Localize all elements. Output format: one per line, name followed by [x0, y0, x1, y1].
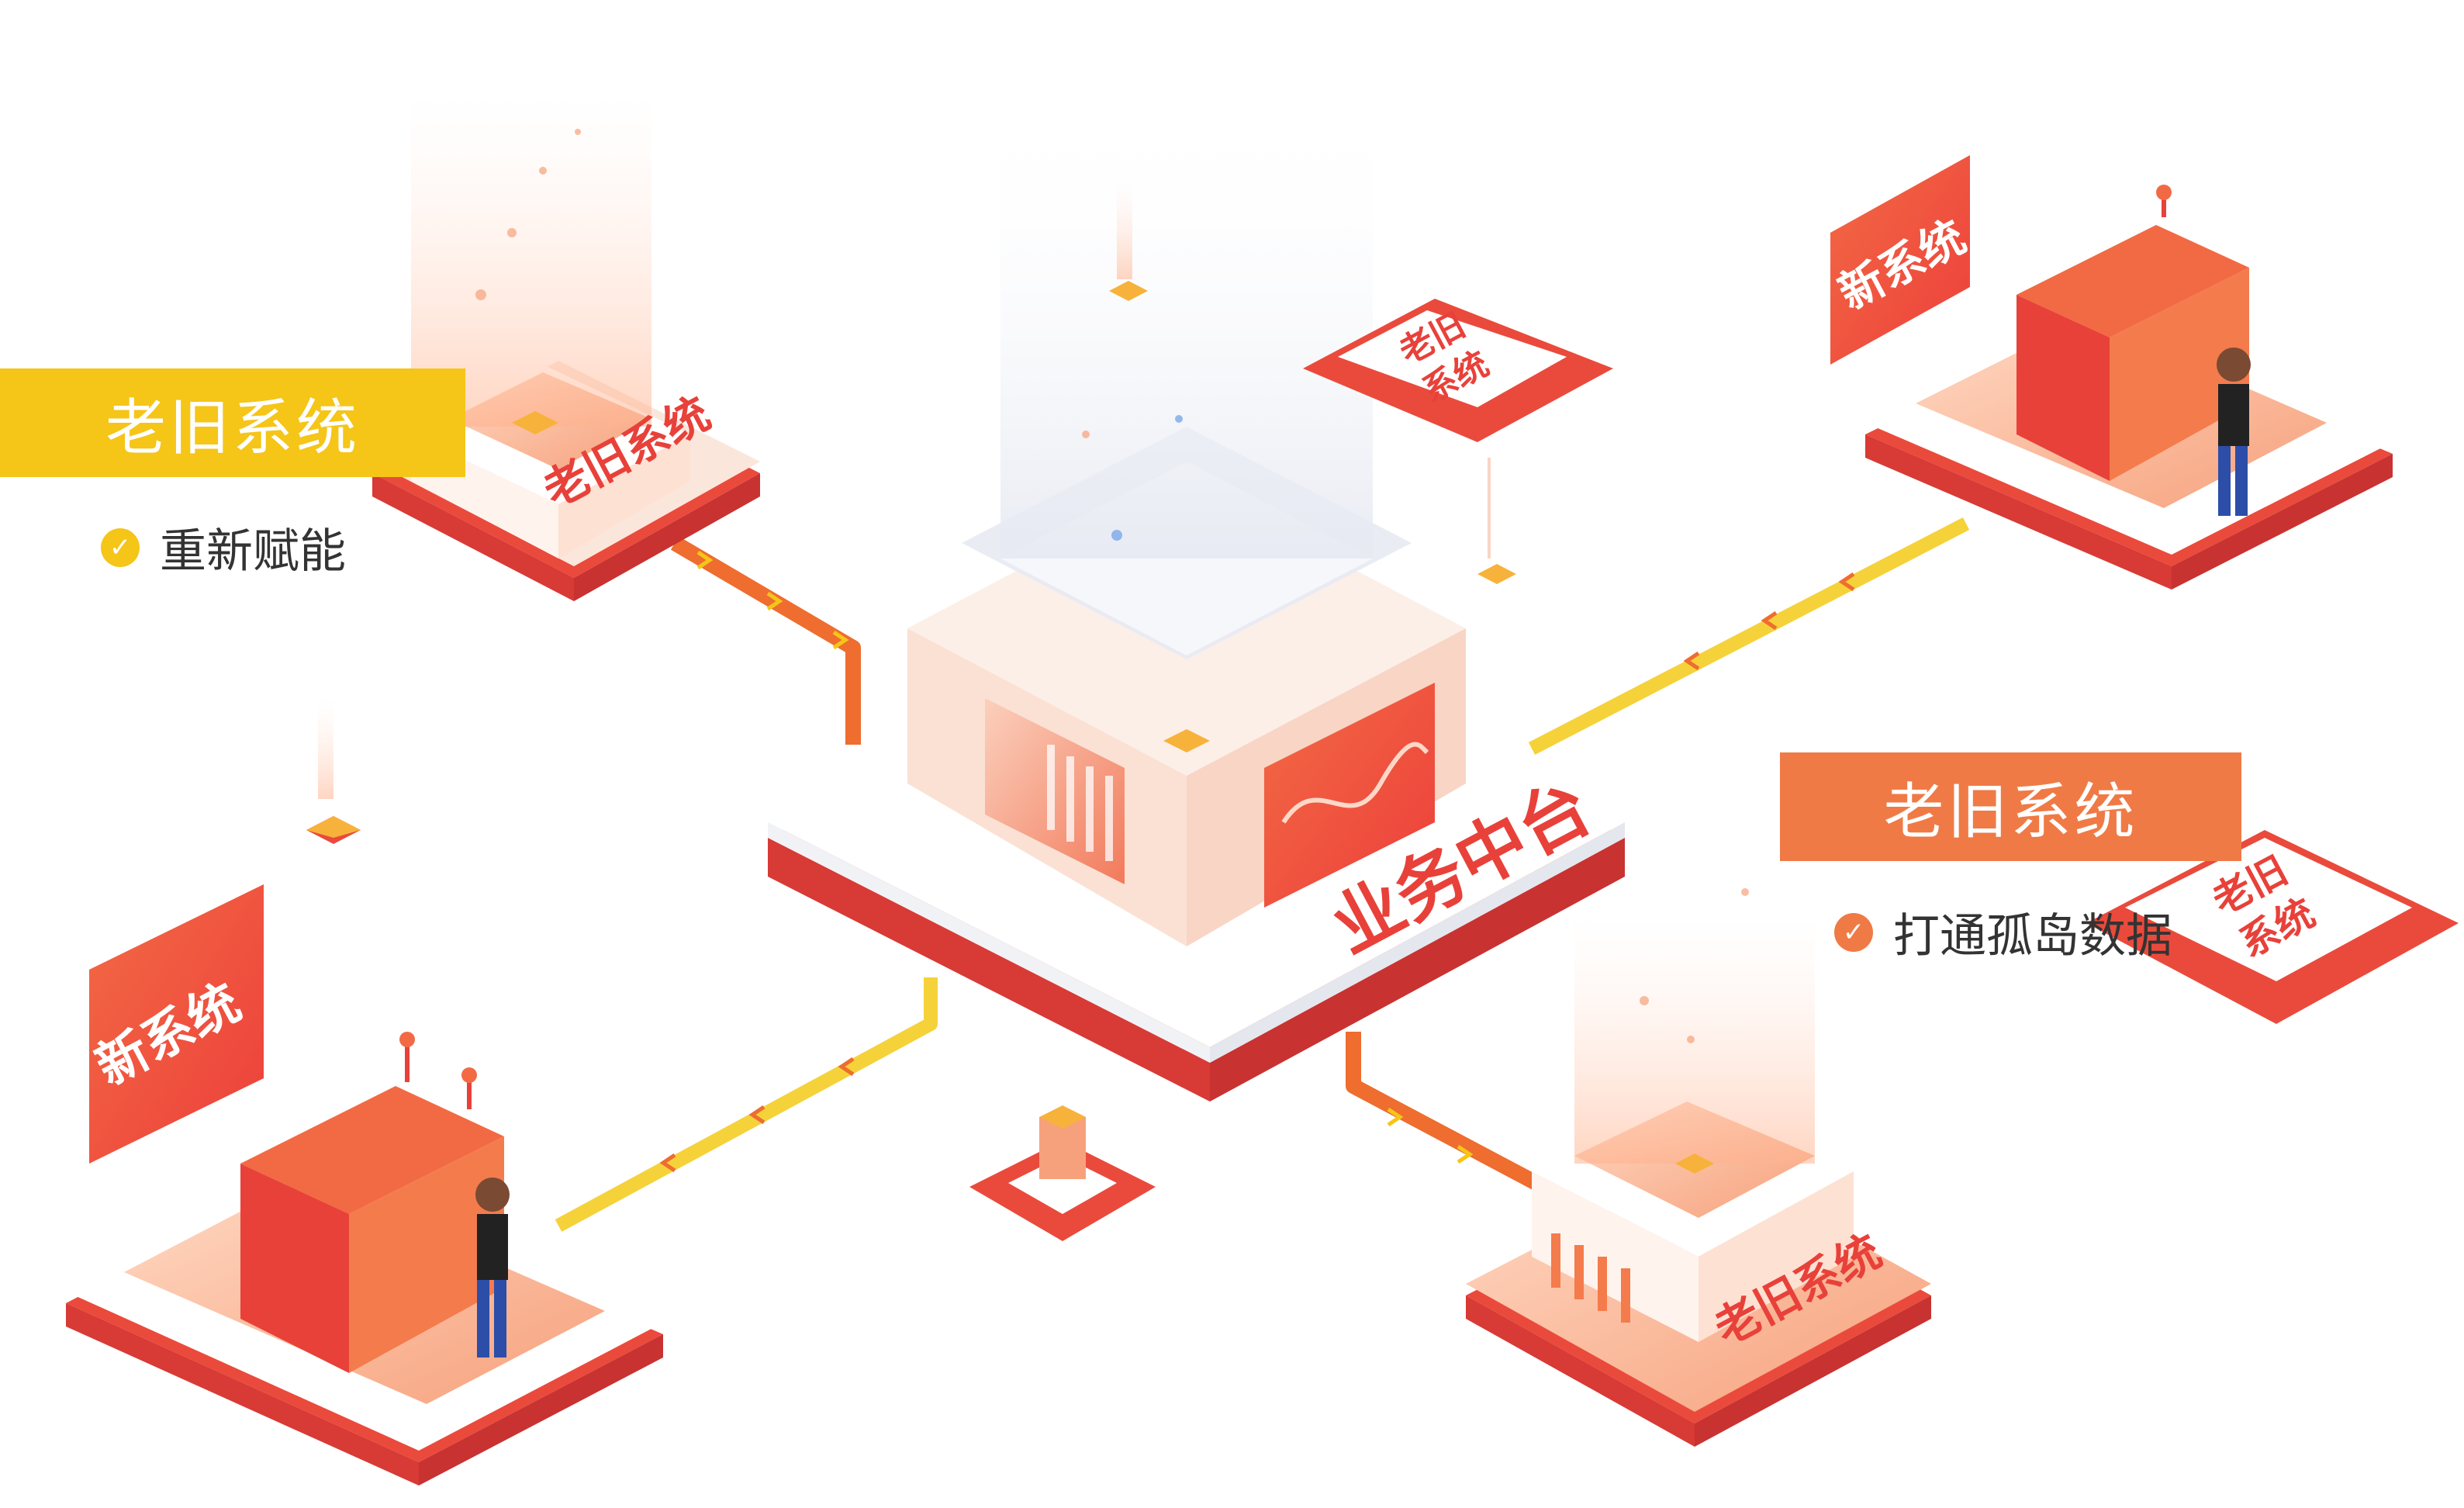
callout-right-benefit: 打通孤岛数据 [1893, 898, 2172, 966]
floating-marker-bottom [969, 1105, 1156, 1241]
callout-left-title-box: 老旧系统 [0, 368, 465, 477]
legacy-node-bottom-right [1466, 915, 1931, 1447]
legacy-node-top-left [372, 93, 760, 601]
link-bottom-left [558, 977, 931, 1226]
link-top-right [1532, 524, 1966, 749]
callout-left-benefit-row: ✓ 重新赋能 [101, 514, 346, 581]
floating-marker-left [306, 698, 361, 844]
hub-platform [768, 93, 1625, 1102]
link-top-left [675, 543, 853, 745]
callout-right-benefit-row: ✓ 打通孤岛数据 [1834, 898, 2172, 966]
check-circle-icon: ✓ [101, 528, 140, 567]
callout-left-title: 老旧系统 [105, 379, 360, 466]
callout-right-title: 老旧系统 [1883, 763, 2137, 850]
callout-left-benefit: 重新赋能 [160, 514, 346, 581]
check-circle-icon: ✓ [1834, 913, 1873, 952]
callout-right-title-box: 老旧系统 [1780, 752, 2241, 861]
link-bottom-right [1353, 1032, 1543, 1187]
